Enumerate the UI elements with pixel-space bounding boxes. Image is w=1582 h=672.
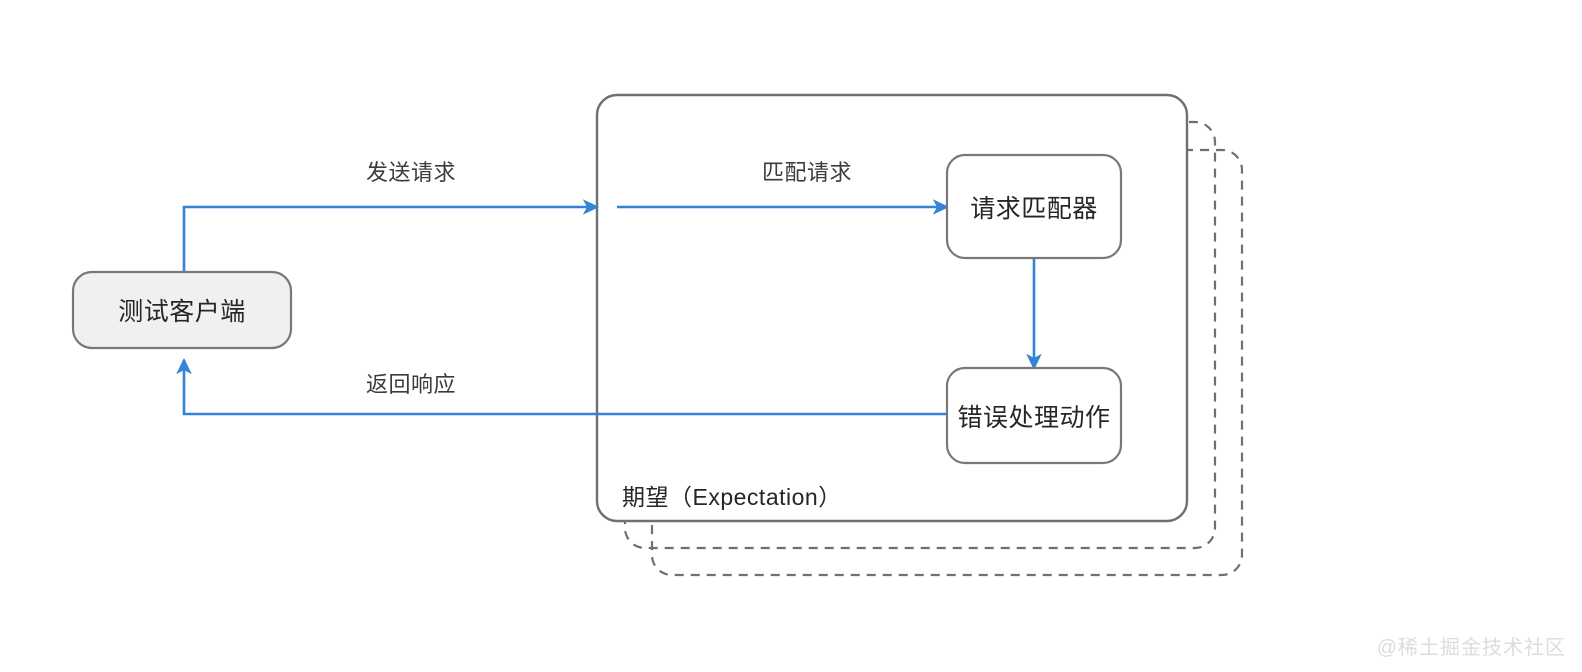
edge-label-match-request: 匹配请求 [762,160,853,185]
edge-label-send-request: 发送请求 [366,160,457,185]
expectation-group-caption: 期望（Expectation） [622,484,842,510]
edge-label-return-response: 返回响应 [366,372,457,397]
watermark-text: @稀土掘金技术社区 [1376,637,1566,659]
edge-return-response-path [176,357,947,416]
node-test-client[interactable] [71,270,293,350]
edge-send-request-path [182,199,600,272]
node-error-handling-action[interactable] [945,366,1123,465]
node-request-matcher[interactable] [945,153,1123,260]
